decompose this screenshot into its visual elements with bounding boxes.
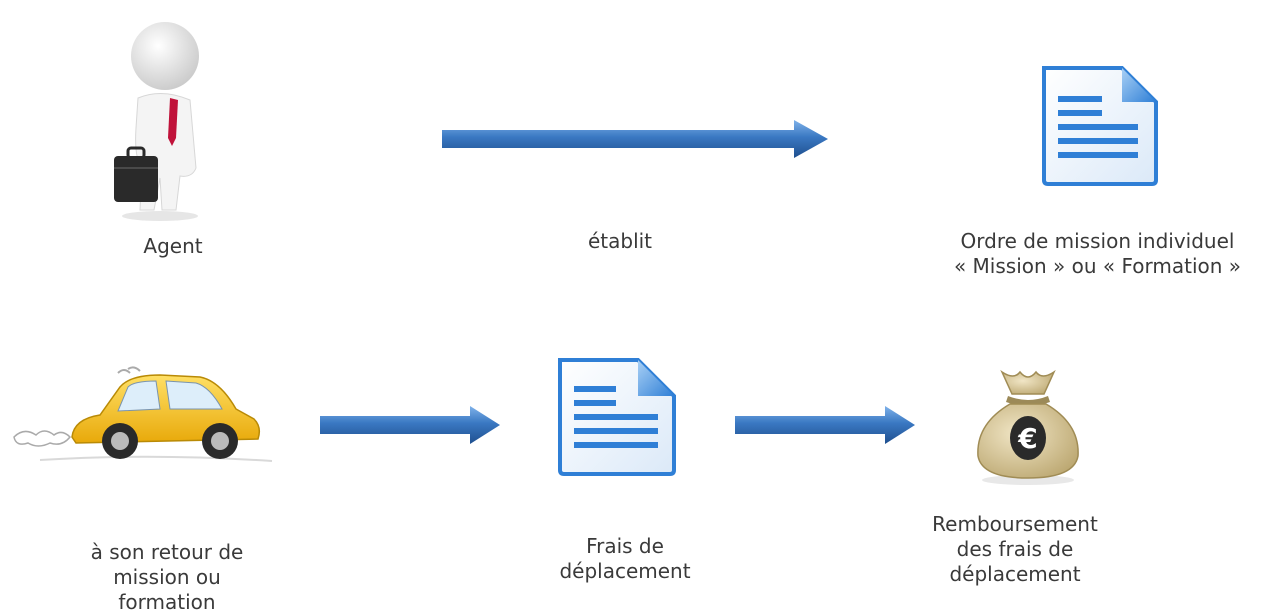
- frais-node: [554, 356, 680, 478]
- frais-label: Frais de déplacement: [559, 534, 691, 583]
- arrow-right-icon: [442, 120, 828, 158]
- retour-node: [10, 365, 280, 470]
- remboursement-label: Remboursement des frais de déplacement: [932, 512, 1098, 586]
- arrow-frais-to-remboursement: [735, 405, 915, 445]
- arrow-retour-to-frais: [320, 405, 500, 445]
- money-bag-euro-icon: €: [977, 369, 1079, 485]
- ordre-node: [1036, 62, 1162, 188]
- edge-label-etablit: établit: [587, 229, 653, 253]
- agent-label-line: Agent: [143, 234, 203, 258]
- retour-label: à son retour de mission ou formation: [90, 540, 244, 614]
- car-icon: [13, 366, 273, 462]
- remboursement-node: €: [968, 364, 1088, 486]
- document-icon: [558, 358, 676, 476]
- agent-node: [100, 18, 220, 223]
- ordre-label: Ordre de mission individuel « Mission » …: [953, 229, 1242, 278]
- svg-text:€: €: [1017, 422, 1037, 455]
- arrow-etablit: [442, 118, 828, 160]
- arrow-right-icon: [320, 406, 500, 444]
- agent-label: Agent: [100, 234, 246, 259]
- businessman-figure-icon: [114, 22, 199, 221]
- document-icon: [1042, 66, 1158, 186]
- arrow-right-icon: [735, 406, 915, 444]
